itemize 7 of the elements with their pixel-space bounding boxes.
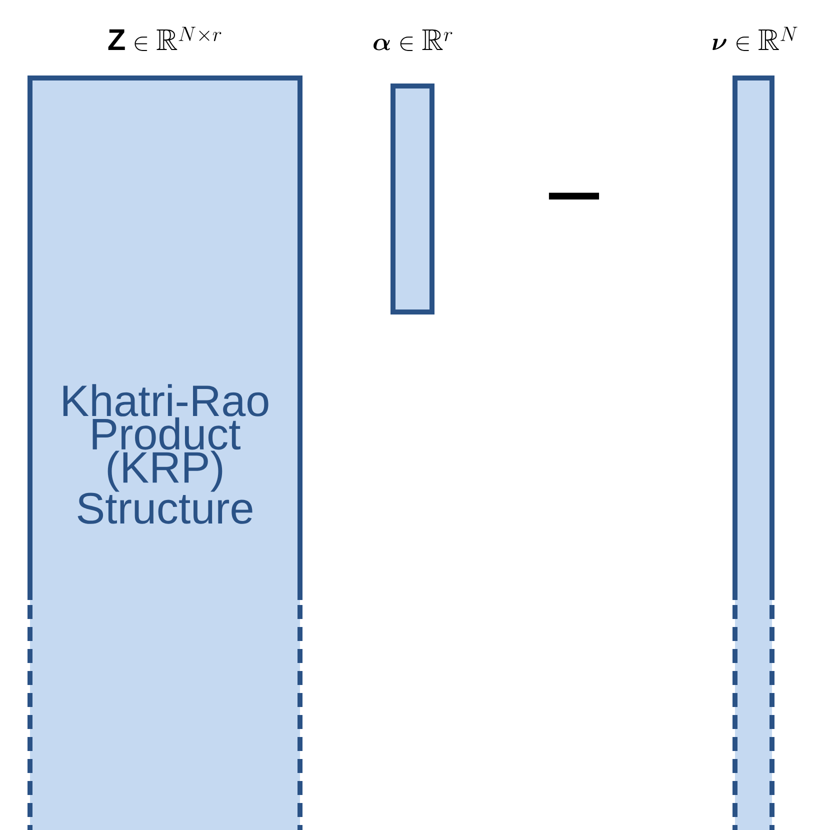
matrix-box: Khatri-Rao Product (KRP) Structure <box>28 76 302 830</box>
minus-sign: − <box>548 192 600 200</box>
matrix-box <box>390 84 434 314</box>
matrix-box <box>732 76 774 830</box>
matrix-heading: $\mathbf{Z} \in \mathbb{R}^{N \times r}$ <box>108 26 222 51</box>
matrix-heading: $\boldsymbol{\alpha} \in \mathbb{R}^{r}$ <box>374 29 452 51</box>
matrix-heading: $\boldsymbol{\nu} \in \mathbb{R}^{N}$ <box>712 26 798 51</box>
